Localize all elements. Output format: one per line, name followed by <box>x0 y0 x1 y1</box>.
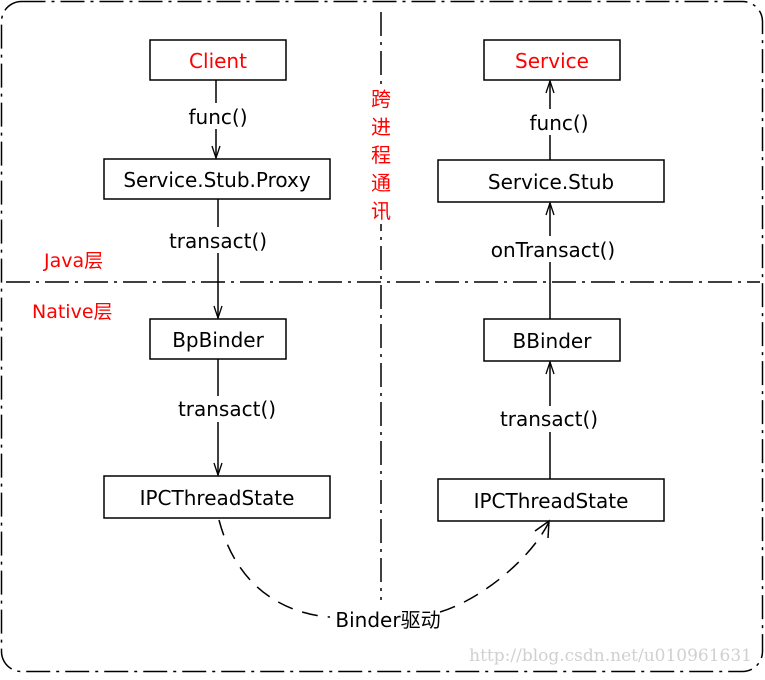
right-ipc-thread-state-label: IPCThreadState <box>474 489 629 513</box>
stub-box: Service.Stub <box>437 159 665 203</box>
java-layer-label: Java层 <box>43 250 103 272</box>
binder-driver-arrowhead <box>534 519 550 539</box>
right-on-transact-label: onTransact() <box>491 238 615 262</box>
service-box: Service <box>483 39 621 81</box>
cross-process-char: 跨 <box>371 87 391 111</box>
native-layer-label: Native层 <box>32 301 113 323</box>
bp-binder-label: BpBinder <box>172 328 264 352</box>
client-box: Client <box>149 39 287 81</box>
b-binder-label: BBinder <box>513 329 593 353</box>
left-transact-native-label: transact() <box>178 397 276 421</box>
cross-process-char: 通 <box>371 171 391 195</box>
binder-driver-label: Binder驱动 <box>335 608 440 632</box>
right-func-label: func() <box>530 111 589 135</box>
right-transact-label: transact() <box>500 407 598 431</box>
cross-process-label: 跨 进 程 通 讯 <box>371 87 391 223</box>
left-ipc-thread-state-label: IPCThreadState <box>140 486 295 510</box>
left-ipc-thread-state-box: IPCThreadState <box>103 475 331 519</box>
watermark-text: http://blog.csdn.net/u010961631 <box>469 646 752 666</box>
proxy-box: Service.Stub.Proxy <box>103 158 331 200</box>
stub-label: Service.Stub <box>488 170 614 194</box>
service-label: Service <box>515 49 589 73</box>
b-binder-box: BBinder <box>483 318 621 362</box>
right-ipc-thread-state-box: IPCThreadState <box>437 478 665 522</box>
client-label: Client <box>189 49 247 73</box>
cross-process-char: 讯 <box>371 199 391 223</box>
cross-process-char: 进 <box>371 115 391 139</box>
left-func-label: func() <box>189 105 248 129</box>
proxy-label: Service.Stub.Proxy <box>123 168 310 192</box>
bp-binder-box: BpBinder <box>149 318 287 360</box>
binder-driver-arc <box>218 519 550 618</box>
left-transact-java-label: transact() <box>169 229 267 253</box>
cross-process-char: 程 <box>371 143 391 167</box>
